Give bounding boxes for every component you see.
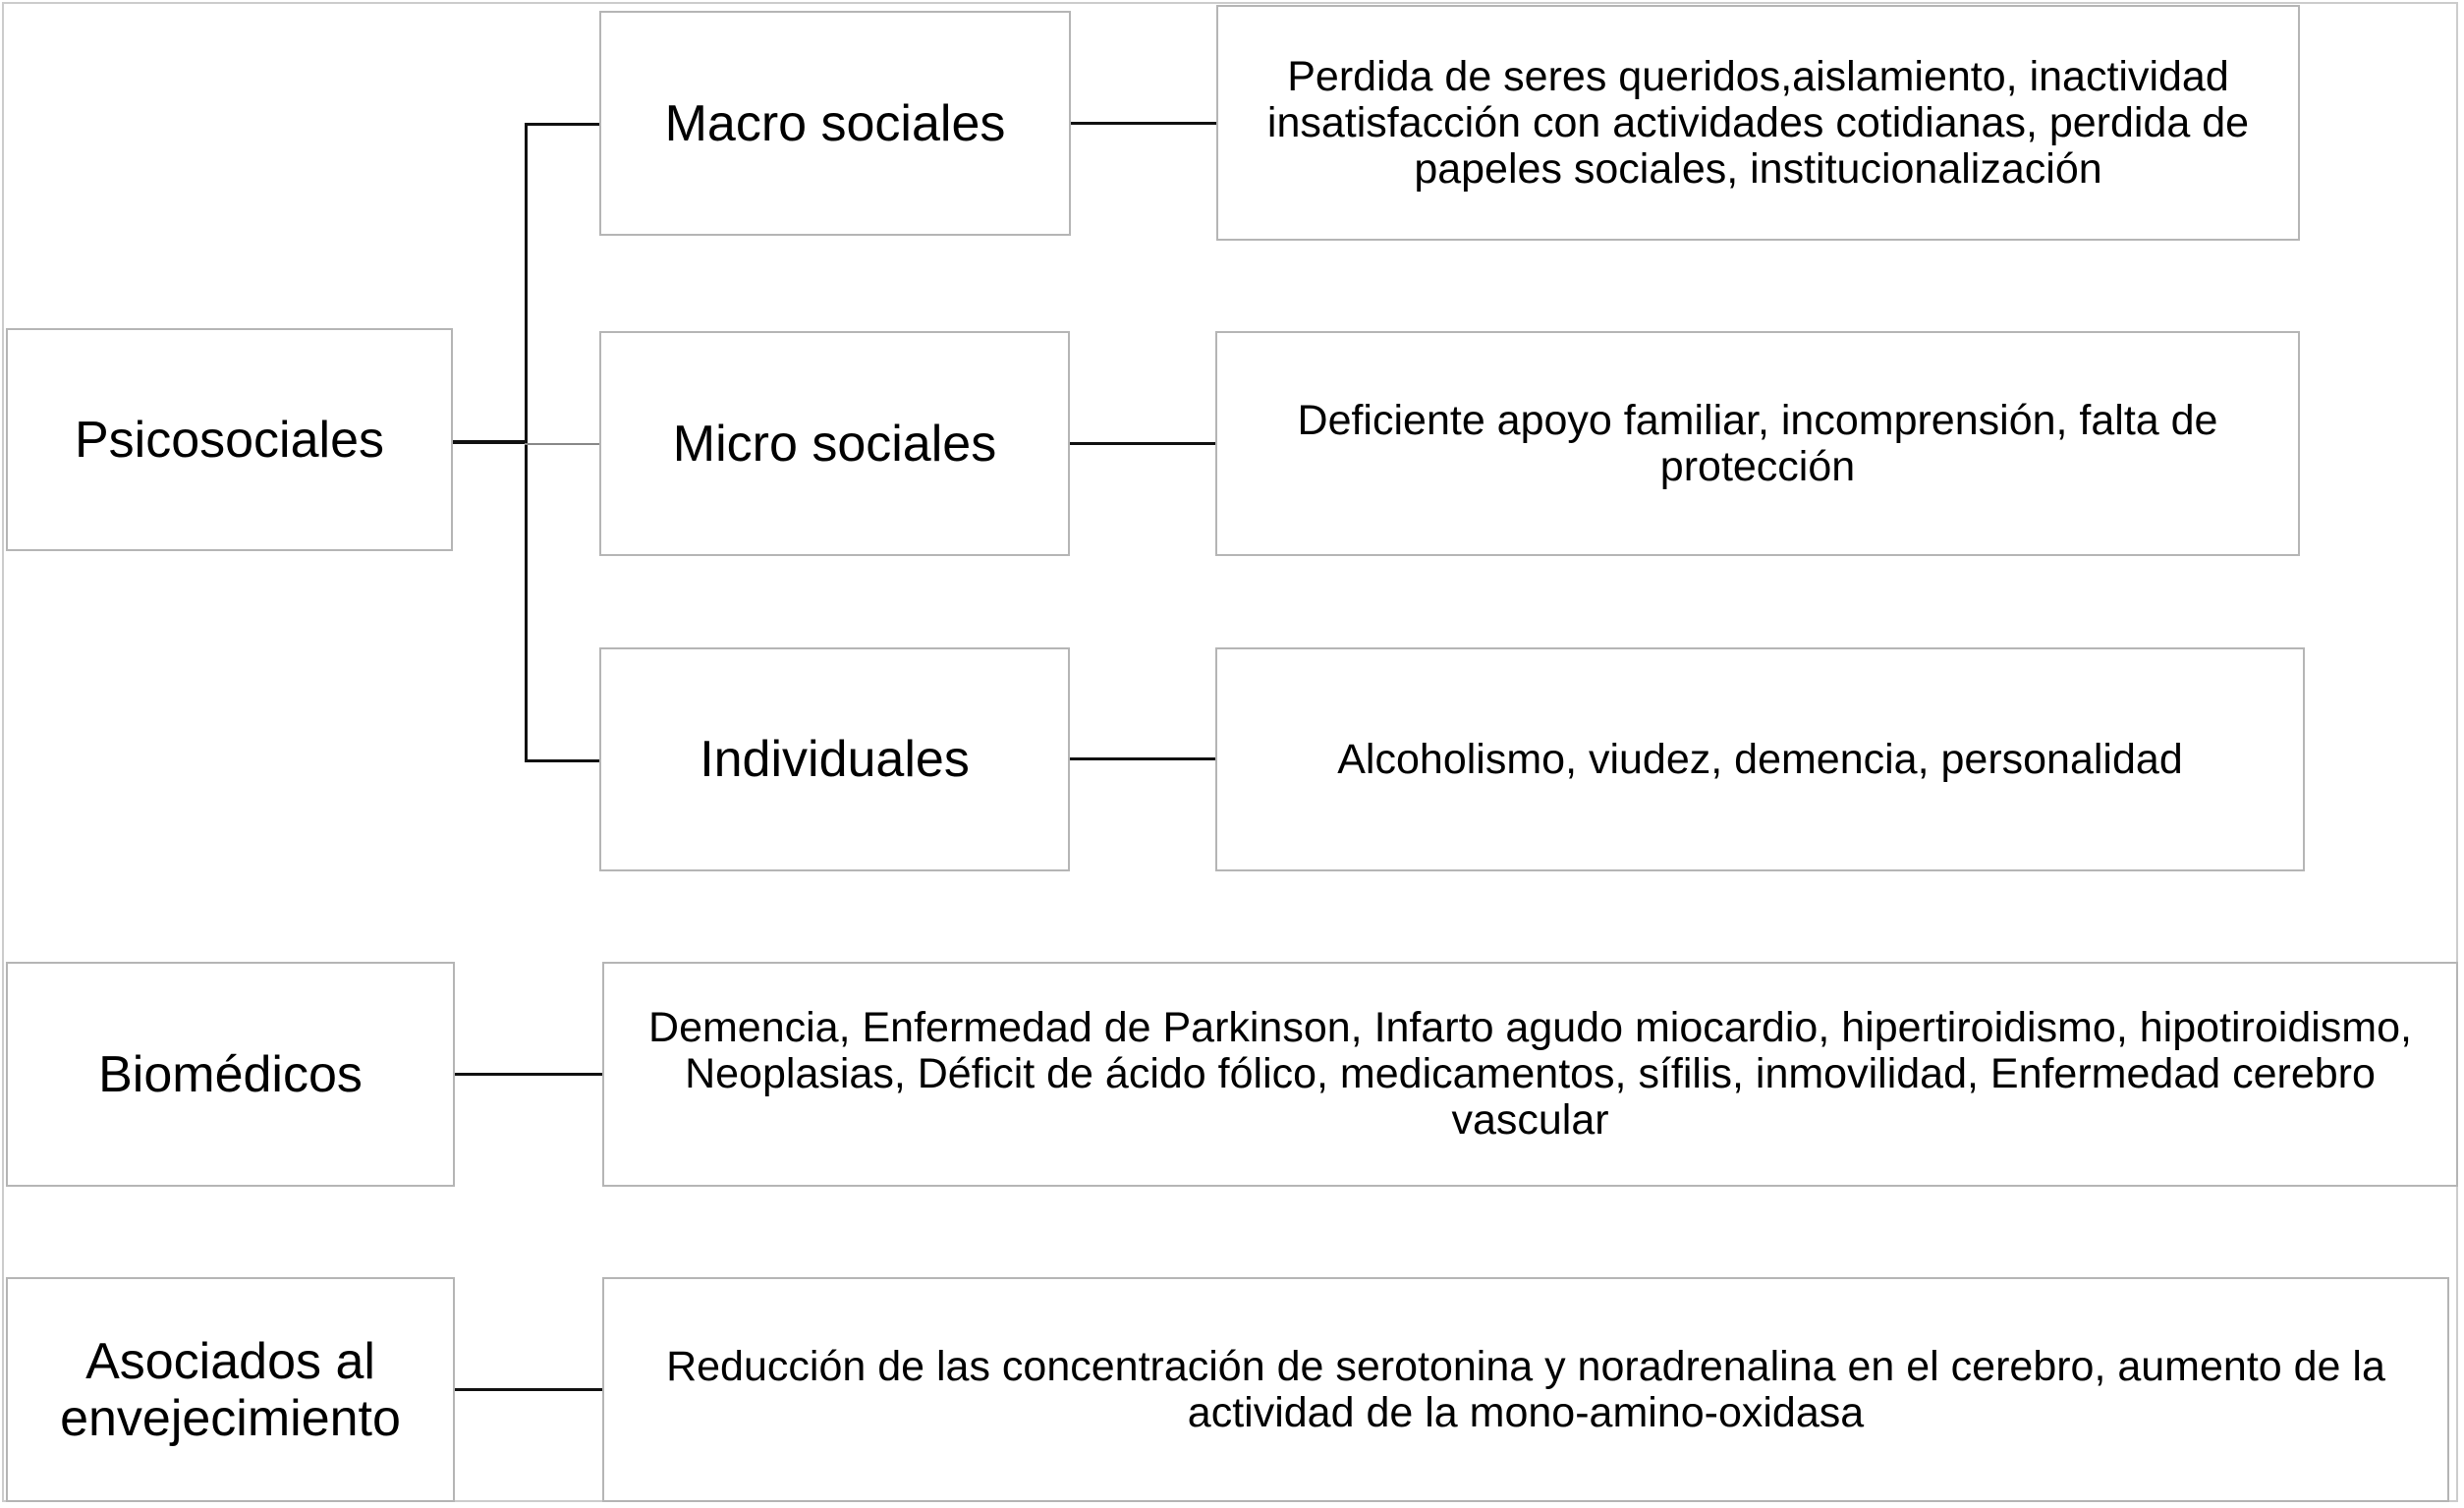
envejecimiento-label: Asociados al envejecimiento xyxy=(60,1332,401,1447)
psicosociales-box: Psicosociales xyxy=(6,328,453,551)
bracket-vertical xyxy=(525,123,528,762)
individuales-label: Individuales xyxy=(700,731,970,788)
macro-sociales-description: Perdida de seres queridos,aislamiento, i… xyxy=(1266,52,2250,193)
bracket-to-micro xyxy=(525,443,599,445)
biomedicos-label: Biomédicos xyxy=(98,1045,363,1103)
micro-sociales-description: Deficiente apoyo familiar, incomprensión… xyxy=(1297,396,2218,490)
biomedicos-description-box: Demencia, Enfermedad de Parkinson, Infar… xyxy=(602,962,2458,1187)
psicosociales-label: Psicosociales xyxy=(74,411,385,469)
biomedicos-connector xyxy=(455,1073,602,1076)
individuales-box: Individuales xyxy=(599,647,1070,871)
bracket-to-macro xyxy=(525,123,599,126)
macro-sociales-label: Macro sociales xyxy=(664,94,1006,152)
envejecimiento-description: Reducción de las concentración de seroto… xyxy=(666,1342,2385,1436)
micro-connector xyxy=(1070,442,1215,445)
biomedicos-description: Demencia, Enfermedad de Parkinson, Infar… xyxy=(648,1004,2412,1144)
envejecimiento-box: Asociados al envejecimiento xyxy=(6,1277,455,1502)
envejecimiento-description-box: Reducción de las concentración de seroto… xyxy=(602,1277,2449,1502)
micro-sociales-description-box: Deficiente apoyo familiar, incomprensión… xyxy=(1215,331,2300,556)
envejecimiento-connector xyxy=(455,1388,602,1391)
individuales-description-box: Alcoholismo, viudez, demencia, personali… xyxy=(1215,647,2305,871)
individuales-description: Alcoholismo, viudez, demencia, personali… xyxy=(1337,735,2183,783)
macro-sociales-box: Macro sociales xyxy=(599,11,1071,236)
macro-sociales-description-box: Perdida de seres queridos,aislamiento, i… xyxy=(1216,5,2300,241)
macro-connector xyxy=(1071,122,1216,125)
micro-sociales-label: Micro sociales xyxy=(672,415,997,473)
individuales-connector xyxy=(1070,757,1215,760)
micro-sociales-box: Micro sociales xyxy=(599,331,1070,556)
bracket-to-individuales xyxy=(525,759,599,762)
biomedicos-box: Biomédicos xyxy=(6,962,455,1187)
root-connector xyxy=(453,440,528,444)
